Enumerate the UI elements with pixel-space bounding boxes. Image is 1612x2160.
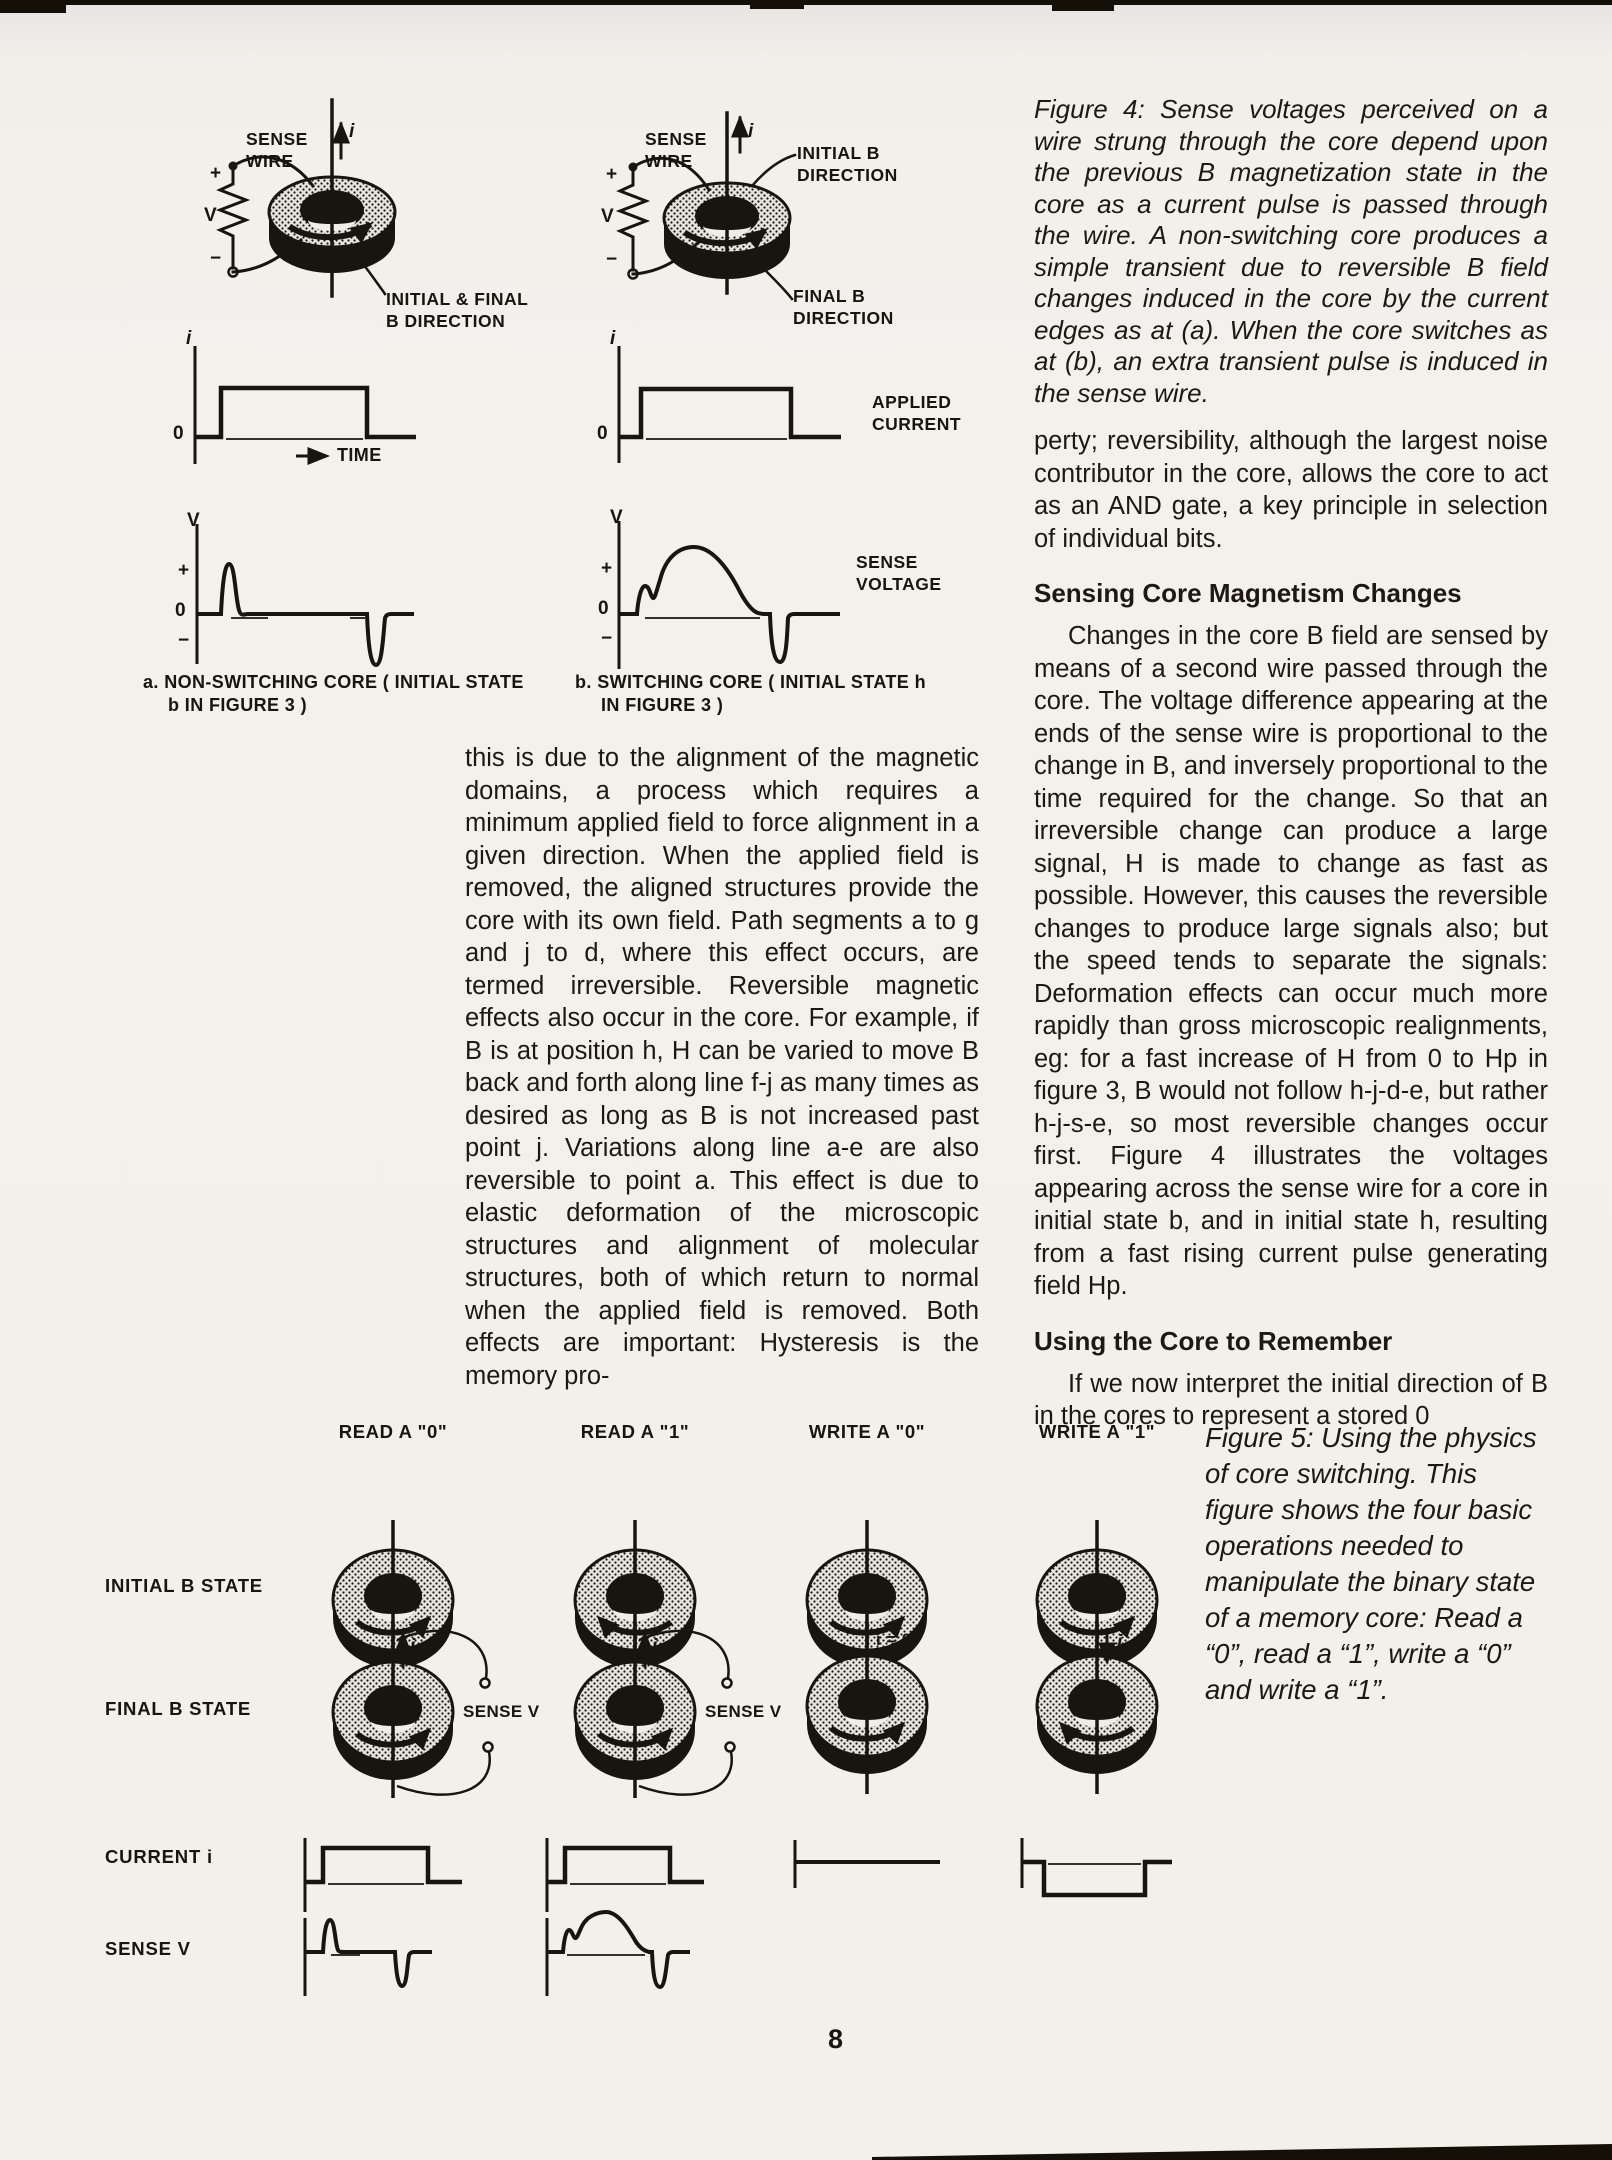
fig5-current-waveforms bbox=[303, 1838, 1172, 1912]
label-leader-initial bbox=[750, 153, 797, 188]
fig5-sense-waveforms bbox=[303, 1909, 690, 1996]
core-read0-final bbox=[331, 1622, 494, 1798]
current-write1 bbox=[1020, 1838, 1172, 1898]
fig5-row-initial-b-state: INITIAL B STATE bbox=[105, 1575, 263, 1596]
heading-using-core: Using the Core to Remember bbox=[1034, 1325, 1393, 1356]
fig4b-initial-b-label: INITIAL B DIRECTION bbox=[797, 143, 898, 186]
fig4a-voltage-axis-label: V bbox=[187, 510, 200, 531]
fig4b-v-label: V bbox=[601, 206, 614, 227]
fig4a-plus-label: + bbox=[210, 163, 222, 184]
figure5-caption: Figure 5: Using the physics of core swit… bbox=[1205, 1422, 1537, 1705]
sense-read0 bbox=[303, 1917, 432, 1996]
fig5-sense-v-label-read0: SENSE V bbox=[463, 1702, 540, 1721]
fig5-header-write1: WRITE A "1" bbox=[1038, 1421, 1156, 1442]
fig4a-current-plot bbox=[193, 346, 416, 465]
sense-wire-bottom bbox=[631, 239, 702, 276]
fig4b-final-b-label: FINAL B DIRECTION bbox=[793, 286, 894, 329]
fig5-row-final-b-state: FINAL B STATE bbox=[105, 1698, 252, 1719]
sense-wire-top bbox=[230, 155, 316, 189]
heading-sensing-core: Sensing Core Magnetism Changes bbox=[1034, 578, 1462, 608]
body-paragraph-using: If we now interpret the initial directio… bbox=[1034, 1369, 1548, 1431]
fig4a-voltage-minus: − bbox=[178, 630, 190, 651]
fig4b-applied-current-label: APPLIED CURRENT bbox=[872, 392, 962, 435]
fig5-i-zero-label: i = 0 bbox=[876, 1630, 912, 1649]
figure4-caption: Figure 4: Sense voltages perceived on a … bbox=[1034, 94, 1548, 408]
fig4b-voltage-zero: 0 bbox=[598, 598, 609, 619]
fig5-header-read1: READ A "1" bbox=[580, 1421, 690, 1442]
fig5-header-read0: READ A "0" bbox=[338, 1421, 448, 1442]
fig5-sense-v-label-read1: SENSE V bbox=[705, 1702, 782, 1721]
fig4b-voltage-minus: − bbox=[601, 628, 613, 649]
fig5-i-label-write1: i bbox=[1117, 1632, 1123, 1653]
fig4b-core-diagram bbox=[615, 111, 797, 301]
fig5-final-row bbox=[331, 1622, 1159, 1798]
fig4b-current-plot bbox=[617, 346, 841, 463]
fig4a-b-direction-label: INITIAL & FINAL B DIRECTION bbox=[386, 289, 529, 332]
body-paragraph-sensing: Changes in the core B field are sensed b… bbox=[1034, 622, 1548, 1300]
fig5-i-label-read0: i bbox=[410, 1636, 416, 1657]
fig4b-current-i-label: i bbox=[748, 121, 754, 142]
fig4a-caption-line1: a. NON-SWITCHING CORE ( INITIAL STATE bbox=[143, 672, 524, 692]
page-number: 8 bbox=[828, 2024, 844, 2054]
current-read1 bbox=[545, 1838, 704, 1912]
fig4a-time-label: TIME bbox=[337, 445, 382, 465]
fig4b-minus-label: − bbox=[606, 249, 618, 270]
core-write0-final bbox=[805, 1622, 929, 1794]
sense-wire-top bbox=[630, 156, 712, 193]
fig4b-plus-label: + bbox=[606, 164, 618, 185]
fig4a-v-label: V bbox=[204, 205, 217, 226]
fig4a-caption-line2: b IN FIGURE 3 ) bbox=[168, 695, 308, 715]
fig4b-caption-line1: b. SWITCHING CORE ( INITIAL STATE h bbox=[575, 672, 926, 692]
fig4a-voltage-plot bbox=[195, 524, 414, 668]
resistor-icon bbox=[215, 168, 251, 270]
middle-text-column: this is due to the alignment of the magn… bbox=[465, 744, 979, 1390]
fig4b-sense-wire-label: SENSE WIRE bbox=[645, 129, 707, 172]
label-leader-final bbox=[751, 256, 794, 301]
fig5-initial-row bbox=[331, 1520, 1159, 1682]
core-write1-final bbox=[1035, 1622, 1159, 1794]
fig4a-voltage-plus: + bbox=[178, 560, 190, 581]
fig5-header-write0: WRITE A "0" bbox=[808, 1421, 926, 1442]
current-write0 bbox=[793, 1840, 940, 1888]
fig4b-voltage-plot bbox=[617, 521, 840, 669]
label-leader bbox=[350, 248, 387, 296]
resistor-icon bbox=[615, 169, 651, 272]
sense-read1 bbox=[545, 1909, 690, 1996]
fig4b-voltage-plus: + bbox=[601, 558, 613, 579]
fig4a-current-axis-label: i bbox=[186, 328, 192, 349]
fig4b-voltage-axis-label: V bbox=[610, 507, 623, 528]
fig4a-current-zero: 0 bbox=[173, 423, 184, 444]
sense-wire-bottom bbox=[231, 237, 304, 274]
fig4b-caption-line2: IN FIGURE 3 ) bbox=[601, 695, 724, 715]
fig4b-current-zero: 0 bbox=[597, 423, 608, 444]
fig4a-current-i-label: i bbox=[349, 121, 355, 142]
fig4a-core-diagram bbox=[215, 98, 397, 298]
fig4b-sense-voltage-label: SENSE VOLTAGE bbox=[856, 552, 942, 595]
body-paragraph-reversibility: perty; reversibility, although the large… bbox=[1034, 427, 1548, 553]
fig4a-voltage-zero: 0 bbox=[175, 600, 186, 621]
fig4a-sense-wire-label: SENSE WIRE bbox=[246, 129, 308, 172]
fig5-row-sense-v: SENSE V bbox=[105, 1938, 191, 1959]
fig5-i-label-read1: i bbox=[652, 1636, 658, 1657]
right-text-column: Figure 4: Sense voltages perceived on a … bbox=[1034, 94, 1548, 1433]
fig5-row-current-i: CURRENT i bbox=[105, 1846, 213, 1867]
fig4b-current-axis-label: i bbox=[610, 328, 616, 349]
core-read1-final bbox=[573, 1622, 736, 1798]
fig4a-minus-label: − bbox=[210, 248, 222, 269]
current-read0 bbox=[303, 1838, 462, 1912]
